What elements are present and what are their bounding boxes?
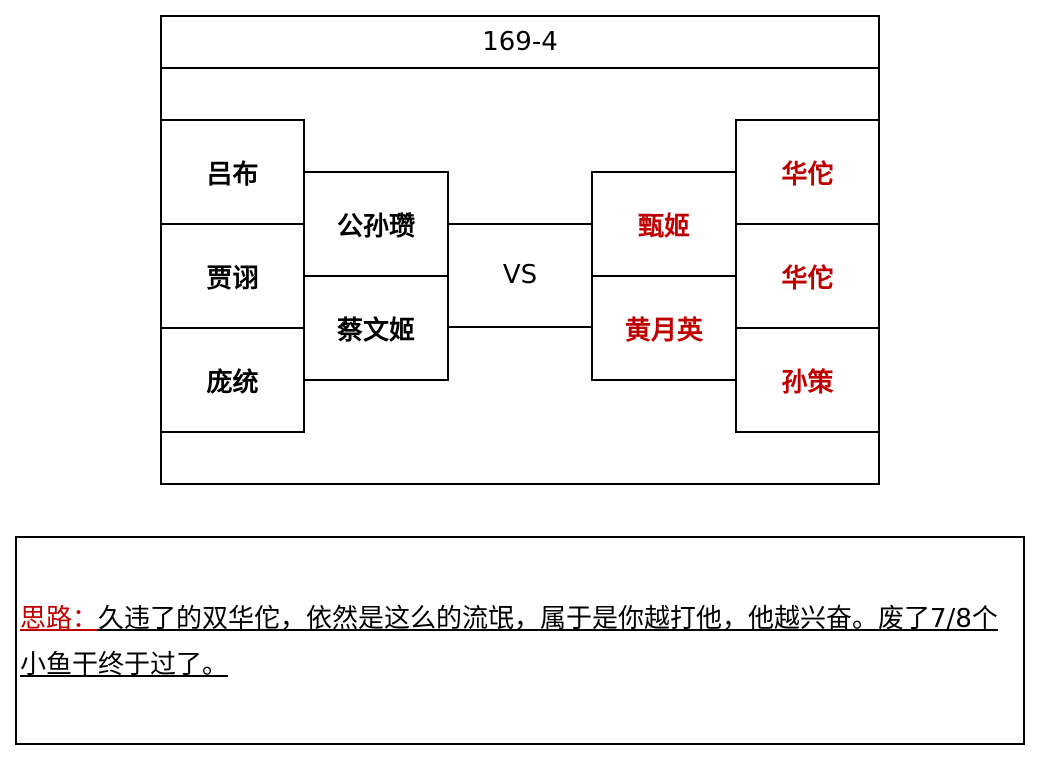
right-inner-hero-1: 甄姬 [591,171,737,277]
strategy-note: 思路：久违了的双华佗，依然是这么的流氓，属于是你越打他，他越兴奋。废了7/8个小… [20,596,1010,688]
left-inner-hero-2: 蔡文姬 [303,275,449,381]
right-outer-hero-1: 华佗 [735,119,880,225]
left-inner-hero-1: 公孙瓒 [303,171,449,277]
right-outer-hero-2: 华佗 [735,223,880,329]
right-inner-hero-2: 黄月英 [591,275,737,381]
right-outer-hero-3: 孙策 [735,327,880,433]
connector-line-top [447,223,593,225]
strategy-note-box [15,536,1025,745]
vs-label: VS [502,260,538,290]
strategy-note-text: 久违了的双华佗，依然是这么的流氓，属于是你越打他，他越兴奋。废了7/8个小鱼干终… [20,604,998,680]
connector-line-bottom [447,326,593,328]
left-outer-hero-1: 吕布 [160,119,305,225]
left-outer-hero-2: 贾诩 [160,223,305,329]
left-outer-hero-3: 庞统 [160,327,305,433]
stage-title: 169-4 [160,15,880,69]
strategy-note-label: 思路： [20,604,99,634]
